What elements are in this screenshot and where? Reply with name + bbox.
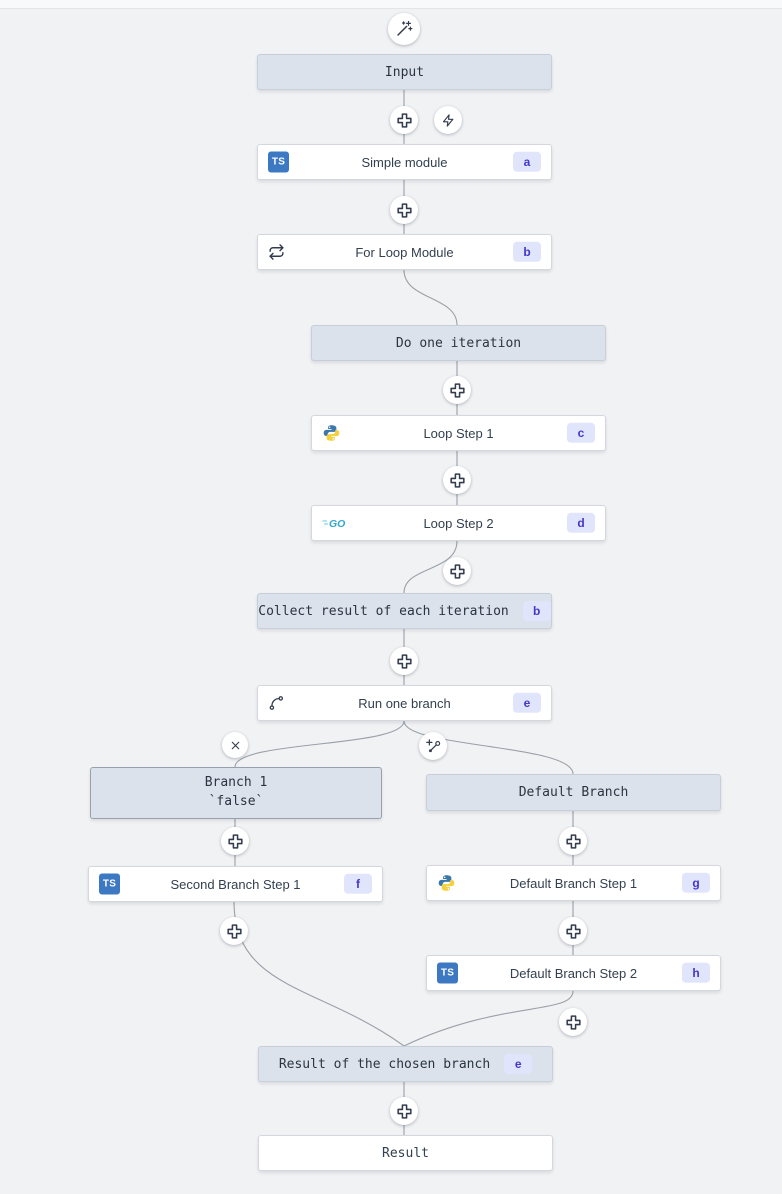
plus-icon (396, 202, 412, 218)
node-collect-result[interactable]: Collect result of each iteration b (257, 593, 552, 629)
add-step-button[interactable] (220, 917, 248, 945)
zap-icon (442, 113, 453, 127)
node-second-branch-step-1[interactable]: TS Second Branch Step 1 f (88, 866, 383, 902)
node-badge: f (344, 873, 372, 895)
node-label: Loop Step 2 (423, 515, 494, 531)
plus-icon (449, 472, 465, 488)
node-label: Result of the chosen branch (278, 1056, 491, 1072)
node-badge: e (513, 692, 541, 714)
plus-icon (396, 112, 412, 128)
node-label: Default Branch Step 1 (509, 875, 638, 891)
plus-icon (449, 563, 465, 579)
node-label: Branch 1 (204, 775, 268, 791)
node-badge: a (513, 151, 541, 173)
node-label: Run one branch (358, 695, 451, 711)
python-icon (437, 874, 456, 893)
add-step-button[interactable] (559, 827, 587, 855)
plus-icon (227, 833, 243, 849)
node-for-loop-module[interactable]: For Loop Module b (257, 234, 552, 270)
node-label: Loop Step 1 (423, 425, 494, 441)
node-badge: g (682, 872, 710, 894)
node-label: Do one iteration (395, 335, 522, 351)
node-label: Second Branch Step 1 (170, 876, 301, 892)
add-step-button[interactable] (443, 557, 471, 585)
add-step-button[interactable] (443, 466, 471, 494)
node-input[interactable]: Input (257, 54, 552, 90)
node-badge: b (513, 241, 541, 263)
node-label: For Loop Module (355, 244, 454, 260)
add-branch-button[interactable] (419, 732, 447, 760)
go-icon: GO (322, 517, 348, 530)
remove-branch-button[interactable] (222, 732, 248, 758)
plus-icon (449, 382, 465, 398)
node-label: Input (384, 64, 425, 80)
plus-icon (565, 1014, 581, 1030)
plus-icon (396, 1103, 412, 1119)
node-label: Simple module (361, 154, 448, 170)
node-result-of-chosen-branch[interactable]: Result of the chosen branch e (258, 1046, 553, 1082)
node-branch-1[interactable]: Branch 1 `false` (90, 767, 382, 819)
node-sublabel: `false` (208, 794, 264, 809)
add-step-button[interactable] (390, 196, 418, 224)
node-badge: h (682, 962, 710, 984)
plus-icon (396, 653, 412, 669)
node-label: Collect result of each iteration (258, 603, 509, 619)
repeat-icon (268, 244, 285, 261)
python-icon (322, 424, 341, 443)
node-simple-module[interactable]: TS Simple module a (257, 144, 552, 180)
node-do-one-iteration[interactable]: Do one iteration (311, 325, 606, 361)
node-loop-step-1[interactable]: Loop Step 1 c (311, 415, 606, 451)
typescript-icon: TS (99, 873, 120, 895)
node-default-branch[interactable]: Default Branch (426, 774, 721, 811)
node-badge: b (522, 600, 551, 622)
node-default-branch-step-2[interactable]: TS Default Branch Step 2 h (426, 955, 721, 991)
top-border (0, 0, 782, 9)
plus-icon (565, 833, 581, 849)
svg-text:GO: GO (329, 518, 345, 530)
node-run-one-branch[interactable]: Run one branch e (257, 685, 552, 721)
add-step-button[interactable] (443, 376, 471, 404)
add-step-button[interactable] (559, 917, 587, 945)
ai-wand-button[interactable] (388, 13, 420, 45)
plus-icon (565, 923, 581, 939)
add-step-button[interactable] (390, 106, 418, 134)
node-default-branch-step-1[interactable]: Default Branch Step 1 g (426, 865, 721, 901)
node-label: Default Branch Step 2 (509, 965, 638, 981)
node-label: Default Branch (518, 785, 629, 800)
add-branch-icon (426, 739, 441, 753)
node-loop-step-2[interactable]: GO Loop Step 2 d (311, 505, 606, 541)
magic-wand-icon (397, 20, 413, 36)
trigger-button[interactable] (434, 106, 462, 134)
close-icon (231, 741, 239, 749)
node-label: Result (382, 1145, 429, 1161)
node-result[interactable]: Result (258, 1135, 553, 1171)
add-step-button[interactable] (390, 1097, 418, 1125)
node-badge: e (504, 1053, 533, 1075)
add-step-button[interactable] (390, 647, 418, 675)
plus-icon (226, 923, 242, 939)
add-step-button[interactable] (559, 1008, 587, 1036)
typescript-icon: TS (437, 962, 458, 984)
node-badge: d (567, 512, 595, 534)
typescript-icon: TS (268, 151, 289, 173)
node-badge: c (567, 422, 595, 444)
branch-icon (268, 695, 285, 712)
add-step-button[interactable] (221, 827, 249, 855)
